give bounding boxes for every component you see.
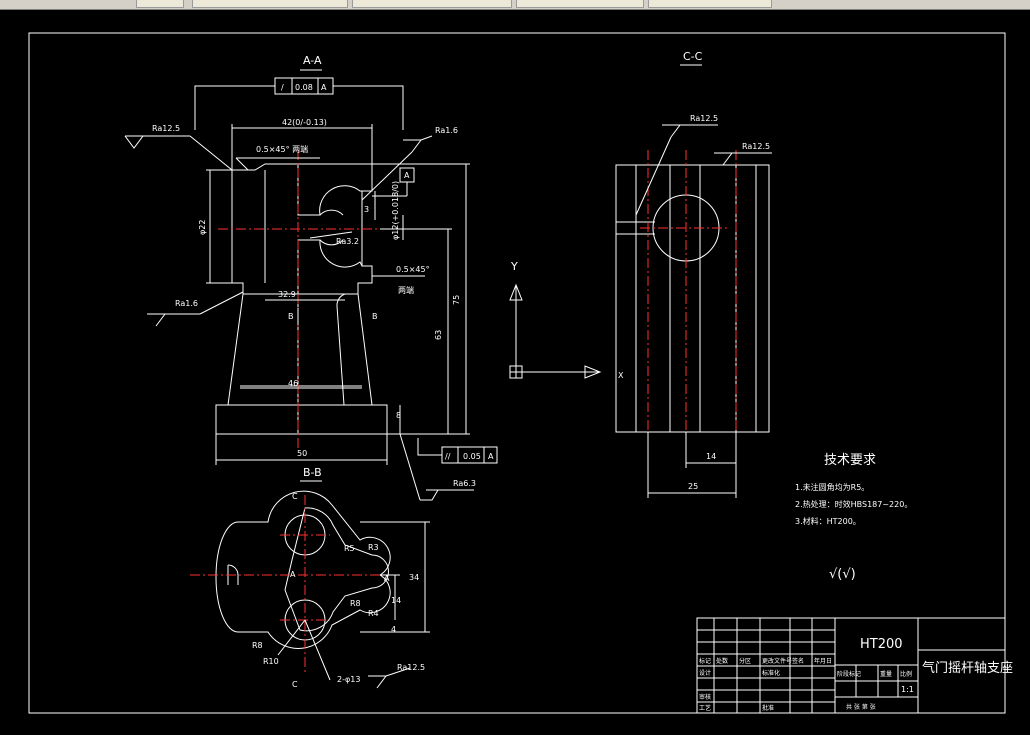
- ra3-2: Ra3.2: [336, 237, 359, 246]
- view-bb: B-B C C A A 34 14 4 R5 R3 R8 R4 R10 R8 2…: [190, 466, 430, 689]
- view-bb-title: B-B: [303, 466, 322, 479]
- datum-a: A: [404, 171, 410, 180]
- ra1-6-top: Ra1.6: [435, 126, 458, 135]
- tb-label-sheets: 共 张 第 张: [846, 703, 876, 711]
- bb-dim-34: 34: [409, 573, 419, 582]
- toolbar-icons[interactable]: [136, 0, 184, 8]
- tb-label-standard: 标准化: [762, 669, 780, 677]
- section-b-left: B: [288, 312, 294, 321]
- tb-label-design: 设计: [699, 669, 711, 677]
- parallel-ref: A: [488, 452, 494, 461]
- dim-42: 42(0/-0.13): [282, 118, 327, 127]
- tb-label-process: 工艺: [699, 704, 711, 712]
- title-part-name: 气门摇杆轴支座: [922, 660, 1013, 676]
- tb-label-weight: 重量: [880, 670, 892, 678]
- tb-label-scale: 比例: [900, 670, 912, 678]
- axis-x-label: X: [618, 371, 624, 380]
- dim-75: 75: [452, 295, 461, 305]
- cc-ra12-5-a: Ra12.5: [690, 114, 718, 123]
- bb-r3: R3: [368, 543, 379, 552]
- chamfer-top: 0.5×45° 两端: [256, 144, 308, 154]
- dim-3: 3: [364, 205, 369, 214]
- layer-tab-4[interactable]: [648, 0, 772, 8]
- view-aa: A-A / 0.08 A 42(0/-0.13) Ra12.: [124, 54, 498, 501]
- dim-50: 50: [297, 449, 307, 458]
- view-aa-title: A-A: [303, 54, 322, 67]
- section-c-top: C: [292, 492, 298, 501]
- tb-label-date: 年月日: [814, 657, 832, 665]
- tb-label-count: 处数: [716, 657, 728, 665]
- layer-tab-3[interactable]: [516, 0, 644, 8]
- dim-bore: φ12(+0.018/0): [391, 181, 400, 240]
- cc-ra12-5-b: Ra12.5: [742, 142, 770, 151]
- tech-title: 技术要求: [824, 453, 876, 468]
- roughness-symbol: √(√): [829, 567, 856, 582]
- bb-dim-4: 4: [391, 625, 396, 634]
- flatness-value: 0.08: [295, 83, 313, 92]
- tb-label-stage: 阶段标记: [837, 670, 861, 678]
- cc-dim-25: 25: [688, 482, 698, 491]
- title-material: HT200: [860, 637, 903, 652]
- flatness-ref: A: [321, 83, 327, 92]
- tb-label-change: 更改文件号: [762, 657, 792, 665]
- ra12-5-left: Ra12.5: [152, 124, 180, 133]
- bb-r8-left: R8: [252, 641, 263, 650]
- dim-63: 63: [434, 330, 443, 340]
- title-scale: 1:1: [901, 685, 914, 694]
- tech-item-1: 1.未注圆角均为R5。: [795, 482, 869, 492]
- tb-label-zone: 分区: [739, 657, 751, 665]
- bb-holes: 2-φ13: [337, 675, 360, 684]
- ra1-6-left: Ra1.6: [175, 299, 198, 308]
- top-toolbar-strip: [0, 0, 1030, 10]
- layer-tab-1[interactable]: [192, 0, 348, 8]
- bb-r5: R5: [344, 544, 355, 553]
- tb-label-check: 审核: [699, 693, 711, 701]
- bb-dim-14: 14: [391, 596, 401, 605]
- dim-46: 46: [288, 379, 298, 388]
- title-block: HT200 气门摇杆轴支座 1:1 标记 处数 分区 更改文件号 签名 年月日 …: [696, 617, 1013, 714]
- view-cc-title: C-C: [683, 50, 703, 63]
- bb-ra12-5: Ra12.5: [397, 663, 425, 672]
- section-b-right: B: [372, 312, 378, 321]
- section-c-bottom: C: [292, 680, 298, 689]
- drawing-canvas[interactable]: A-A / 0.08 A 42(0/-0.13) Ra12.: [0, 10, 1030, 731]
- bb-r10: R10: [263, 657, 279, 666]
- chamfer-mid: 0.5×45°: [396, 265, 430, 274]
- cc-dim-14: 14: [706, 452, 716, 461]
- ucs-icon: Y X: [509, 260, 624, 380]
- section-a-right: A: [384, 574, 390, 583]
- parallel-symbol: //: [445, 452, 451, 461]
- tb-label-approve: 批准: [762, 704, 774, 712]
- bb-r4: R4: [368, 609, 379, 618]
- chamfer-mid-2: 两端: [398, 285, 414, 295]
- section-a-left: A: [290, 570, 296, 579]
- tech-requirements: 技术要求 1.未注圆角均为R5。 2.热处理：时效HBS187~220。 3.材…: [795, 453, 912, 582]
- dim-left-phi: φ22: [198, 220, 207, 235]
- tb-label-sign: 签名: [792, 657, 804, 665]
- flatness-symbol: /: [281, 83, 284, 92]
- drawing-frame: [28, 32, 1006, 714]
- layer-tab-2[interactable]: [352, 0, 512, 8]
- dim-8: 8: [396, 411, 401, 420]
- tech-item-3: 3.材料：HT200。: [795, 516, 861, 526]
- tech-item-2: 2.热处理：时效HBS187~220。: [795, 499, 912, 509]
- view-cc: C-C Ra12.5 Ra12.5 14 25: [615, 50, 772, 498]
- bb-r8: R8: [350, 599, 361, 608]
- axis-y-label: Y: [510, 260, 518, 273]
- tb-label-mark: 标记: [699, 657, 711, 665]
- ra6-3: Ra6.3: [453, 479, 476, 488]
- parallel-value: 0.05: [463, 452, 481, 461]
- dim-32-9: 32.9: [278, 290, 296, 299]
